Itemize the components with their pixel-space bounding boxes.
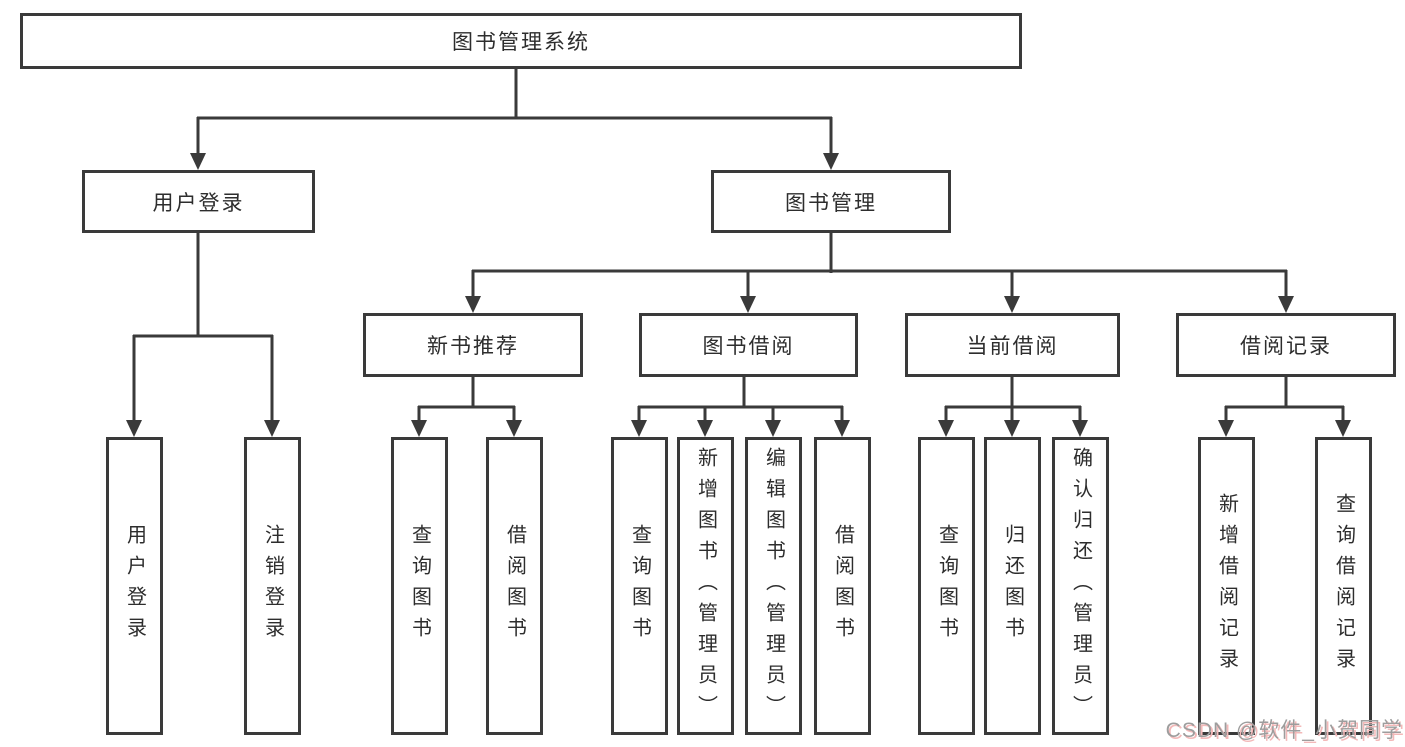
leaf-logout: 注销登录 — [244, 437, 301, 735]
node-label: 新书推荐 — [427, 335, 519, 358]
leaf-borrow-books-recommend: 借阅图书 — [486, 437, 543, 735]
leaf-label: 用户登录 — [123, 524, 146, 648]
node-current-borrowing: 当前借阅 — [905, 313, 1120, 377]
leaf-label: 借阅图书 — [831, 524, 854, 648]
node-user-login: 用户登录 — [82, 170, 315, 233]
node-label: 图书管理系统 — [452, 31, 590, 54]
node-label: 借阅记录 — [1240, 335, 1332, 358]
node-new-book-recommend: 新书推荐 — [363, 313, 583, 377]
leaf-edit-books-admin: 编辑图书（管理员） — [745, 437, 802, 735]
node-library-system-root: 图书管理系统 — [20, 13, 1022, 69]
node-book-borrowing: 图书借阅 — [639, 313, 858, 377]
leaf-label: 查询借阅记录 — [1332, 493, 1355, 679]
leaf-add-borrow-record: 新增借阅记录 — [1198, 437, 1255, 735]
leaf-label: 查询图书 — [935, 524, 958, 648]
leaf-query-books-current: 查询图书 — [918, 437, 975, 735]
leaf-return-books: 归还图书 — [984, 437, 1041, 735]
leaf-label: 新增图书（管理员） — [694, 446, 717, 726]
leaf-label: 归还图书 — [1001, 524, 1024, 648]
leaf-label: 编辑图书（管理员） — [762, 446, 785, 726]
node-label: 图书借阅 — [702, 335, 795, 358]
leaf-user-login: 用户登录 — [106, 437, 163, 735]
leaf-query-books-recommend: 查询图书 — [391, 437, 448, 735]
leaf-label: 查询图书 — [408, 524, 431, 648]
node-label: 用户登录 — [152, 191, 245, 215]
leaf-borrow-books: 借阅图书 — [814, 437, 871, 735]
node-label: 当前借阅 — [966, 335, 1059, 358]
csdn-watermark: CSDN @软件_小贺同学 — [1165, 719, 1403, 742]
leaf-label: 注销登录 — [261, 524, 284, 648]
leaf-label: 借阅图书 — [503, 524, 526, 648]
leaf-query-books-borrow: 查询图书 — [611, 437, 668, 735]
leaf-label: 确认归还（管理员） — [1069, 446, 1092, 726]
leaf-label: 新增借阅记录 — [1215, 493, 1238, 679]
leaf-query-borrow-record: 查询借阅记录 — [1315, 437, 1372, 735]
node-borrowing-records: 借阅记录 — [1176, 313, 1396, 377]
node-label: 图书管理 — [785, 191, 877, 215]
leaf-label: 查询图书 — [628, 524, 651, 648]
node-book-management: 图书管理 — [711, 170, 951, 233]
leaf-add-books-admin: 新增图书（管理员） — [677, 437, 734, 735]
leaf-confirm-return-admin: 确认归还（管理员） — [1052, 437, 1109, 735]
